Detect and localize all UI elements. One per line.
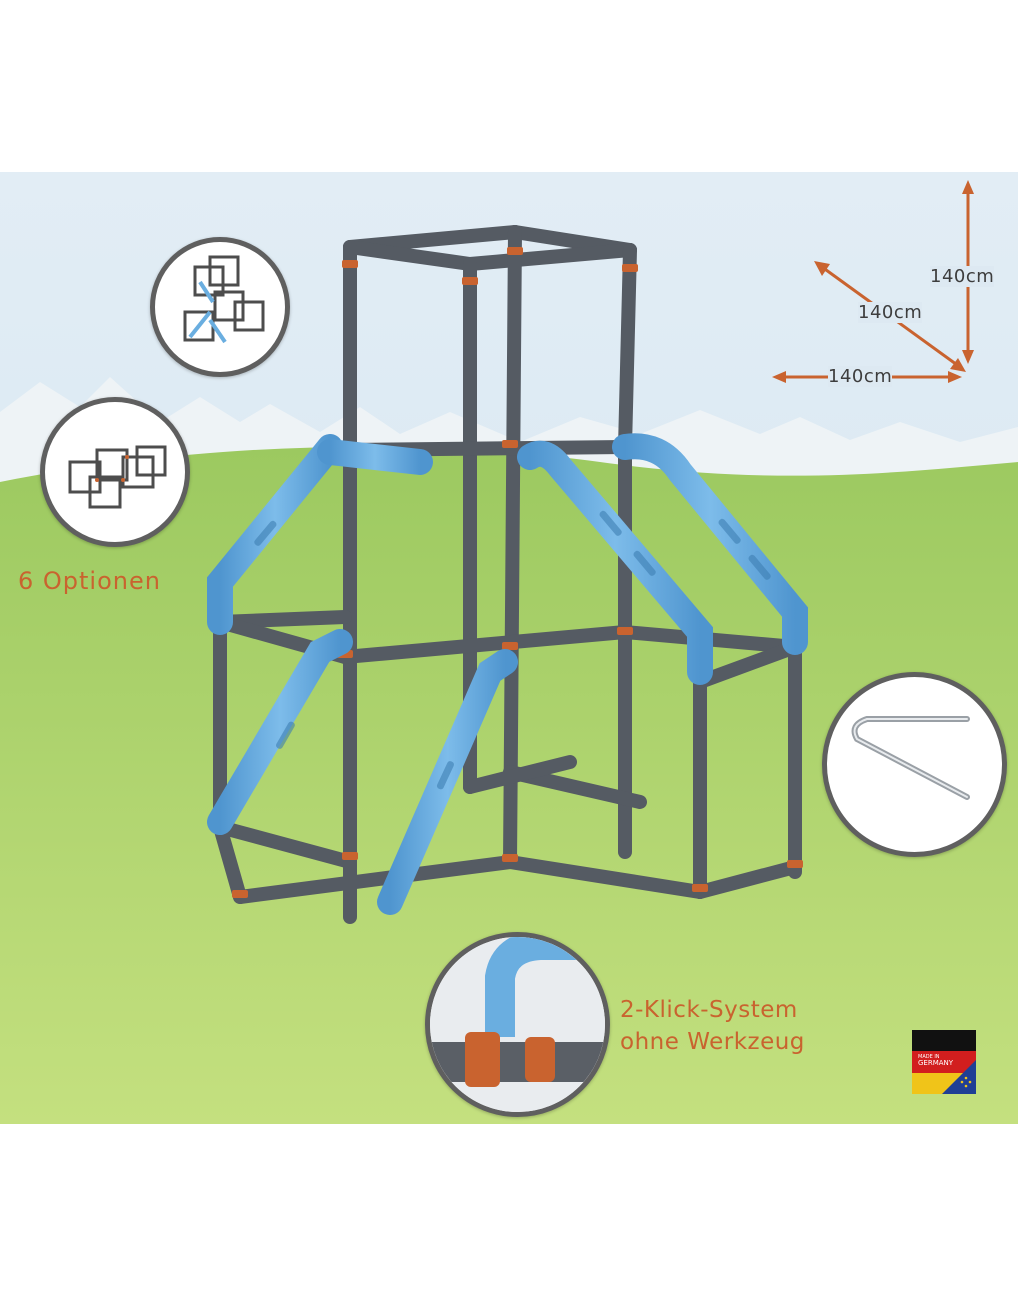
click-system-circle	[425, 932, 610, 1117]
badge-text: MADE IN GERMANY	[918, 1054, 954, 1067]
badge-line2: GERMANY	[918, 1059, 954, 1067]
click-system-text: 2-Klick-System ohne Werkzeug	[620, 994, 805, 1058]
ladders	[207, 433, 808, 915]
click-system-line2: ohne Werkzeug	[620, 1029, 805, 1055]
ground-stake-circle	[822, 672, 1007, 857]
badge-line1: MADE IN	[918, 1054, 940, 1060]
scene-illustration	[0, 172, 1018, 1124]
made-in-germany-badge: MADE IN GERMANY	[912, 1030, 976, 1094]
depth-dimension: 140cm	[858, 302, 923, 323]
frame-option-icon	[183, 255, 265, 344]
options-label: 6 Optionen	[18, 567, 161, 595]
frame-flat-icon	[68, 445, 167, 509]
option-circle-flat	[40, 397, 190, 547]
ground-stake-icon	[851, 716, 970, 800]
ladder-holes	[254, 510, 771, 790]
height-dimension: 140cm	[930, 266, 995, 287]
click-system-line1: 2-Klick-System	[620, 997, 798, 1023]
option-circle-tower	[150, 237, 290, 377]
connector-closeup-icon	[430, 937, 605, 1112]
germany-flag-icon	[912, 1030, 976, 1094]
width-dimension: 140cm	[828, 366, 893, 387]
product-scene: 140cm 140cm 140cm 6 Optionen	[0, 172, 1018, 1124]
